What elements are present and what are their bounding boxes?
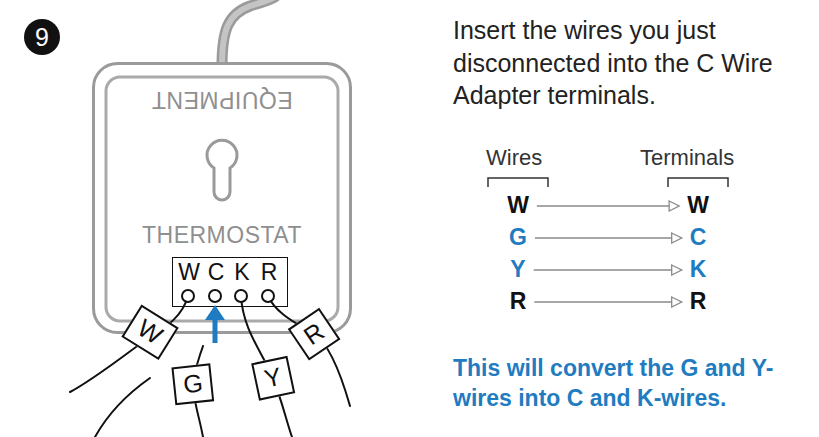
cable-core (222, 0, 276, 66)
mapping-text: R (690, 288, 707, 314)
w-wire (70, 296, 188, 392)
terminal-letter: K (234, 260, 249, 285)
mapping-letter: W (499, 193, 537, 218)
mapping-letter: G (501, 225, 535, 250)
note-text: This will convert the G and Y-wires into… (453, 354, 805, 414)
mapping-letter: K (682, 257, 715, 282)
g-wire (194, 346, 203, 437)
mapping-letter: W (679, 193, 717, 218)
mapping-text: W (687, 192, 709, 218)
housing-label: EQUIPMENT (92, 88, 352, 111)
wire-strand (95, 378, 150, 437)
terminal-hole (182, 290, 194, 302)
tag-letter: R (298, 317, 329, 350)
mapping-arrow (535, 237, 682, 239)
tag-letter: W (133, 313, 168, 349)
terminal-letter: C (208, 260, 225, 285)
column-header: Terminals (640, 144, 734, 173)
mapping-letter: C (682, 225, 715, 250)
bracket (668, 178, 728, 187)
terminal-hole (209, 290, 221, 302)
mapping-text: W (507, 192, 529, 218)
insert-arrowhead (205, 305, 225, 320)
mapping-letter: R (682, 289, 715, 314)
mapping-letter: R (502, 289, 535, 314)
mapping-letter: Y (502, 257, 533, 282)
mapping-text: C (690, 224, 707, 250)
instruction-text: Insert the wires you just disconnected i… (453, 14, 798, 112)
adapter-housing: EQUIPMENT THERMOSTAT WCKR (92, 62, 352, 334)
housing-label: THERMOSTAT (92, 224, 352, 247)
bracket (488, 178, 548, 187)
insert-arrow (213, 318, 218, 343)
wire-tag: G (171, 363, 214, 404)
mapping-text: R (510, 288, 527, 314)
y-wire (241, 296, 292, 437)
cable (222, 0, 276, 66)
mapping-arrow (534, 301, 681, 303)
mapping-text: K (690, 256, 707, 282)
step-number-circle: 9 (24, 19, 60, 55)
mapping-arrow (534, 269, 682, 271)
r-wire (268, 296, 350, 406)
terminal-letter: R (261, 260, 278, 285)
tag-letter: Y (262, 362, 284, 393)
mapping-text: G (509, 224, 527, 250)
wire-tag: Y (251, 356, 295, 400)
mapping-text: Y (510, 256, 525, 282)
mapping-arrow (537, 205, 679, 207)
terminal-letter: W (178, 260, 200, 285)
terminal-hole (262, 290, 274, 302)
step-number: 9 (35, 25, 49, 50)
tag-letter: G (182, 368, 204, 398)
terminal-hole (235, 290, 247, 302)
column-header: Wires (486, 144, 542, 173)
